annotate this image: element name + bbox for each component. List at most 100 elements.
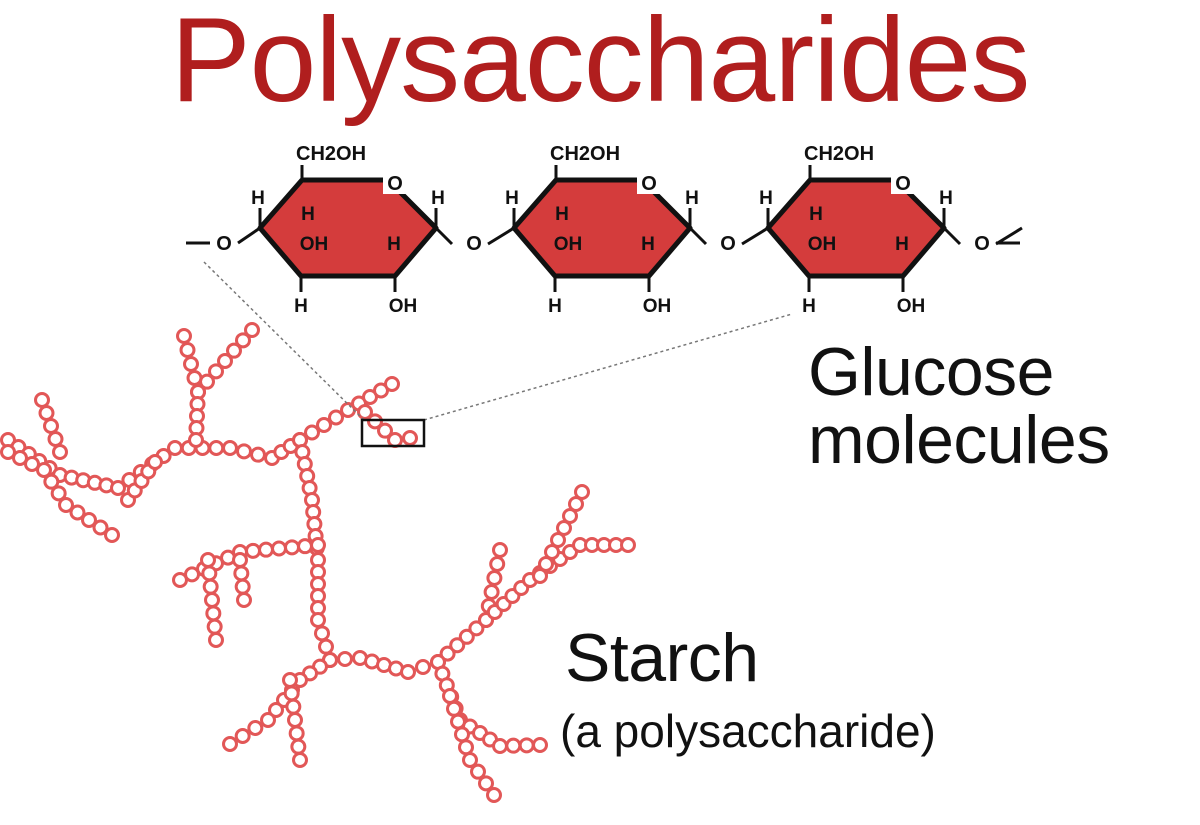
glucose-bead bbox=[208, 440, 225, 456]
glucose-bead bbox=[204, 592, 220, 608]
glucose-bead bbox=[550, 532, 566, 548]
ch2oh-label: CH2OH bbox=[550, 143, 620, 165]
glucose-bead bbox=[316, 417, 332, 433]
glucose-bead bbox=[377, 422, 393, 439]
h-label: H bbox=[939, 188, 953, 209]
bridge-oxygen-label: O bbox=[466, 233, 482, 255]
glucose-bead bbox=[217, 353, 233, 369]
glucose-bead bbox=[532, 568, 548, 584]
glucose-ring bbox=[511, 177, 693, 279]
glucose-bead bbox=[245, 542, 261, 559]
glucose-bead bbox=[236, 592, 252, 608]
glucose-bead bbox=[449, 637, 466, 654]
glucose-bead bbox=[201, 565, 218, 582]
starch-branch bbox=[442, 688, 502, 803]
glucose-bead bbox=[38, 405, 55, 421]
glucose-bead bbox=[34, 392, 50, 408]
glucose-bead bbox=[222, 440, 238, 456]
glucose-bead bbox=[271, 540, 287, 557]
glucose-bead bbox=[176, 328, 192, 344]
glucose-bead bbox=[318, 638, 334, 655]
glucose-bead bbox=[314, 625, 330, 642]
glucose-bead bbox=[442, 688, 458, 704]
glucose-label-line2: molecules bbox=[808, 402, 1110, 478]
glucose-bead bbox=[310, 537, 326, 553]
glucose-ring bbox=[257, 177, 439, 279]
starch-branch bbox=[172, 537, 326, 588]
h-label: H bbox=[802, 296, 816, 317]
glucose-bead bbox=[24, 456, 40, 472]
h-label: H bbox=[548, 296, 562, 317]
glucose-bead bbox=[58, 497, 74, 513]
glucose-bead bbox=[505, 737, 522, 754]
starch-sublabel: (a polysaccharide) bbox=[560, 705, 936, 757]
glucose-bead bbox=[532, 737, 548, 753]
glucose-bead bbox=[402, 430, 418, 446]
glucose-bead bbox=[357, 404, 373, 420]
h-label: H bbox=[895, 234, 909, 255]
glucose-bead bbox=[104, 527, 120, 543]
glucose-bead bbox=[0, 444, 16, 460]
h-label: H bbox=[641, 234, 655, 255]
glucose-bead bbox=[232, 552, 248, 568]
glucose-bead bbox=[43, 418, 59, 434]
glucose-bead bbox=[167, 440, 183, 456]
h-label: H bbox=[301, 204, 315, 225]
glucose-bead bbox=[562, 508, 578, 524]
ch2oh-label: CH2OH bbox=[296, 143, 366, 165]
glucose-bead bbox=[544, 544, 560, 560]
glucose-bead bbox=[387, 432, 403, 448]
bridge-oxygen-label: O bbox=[216, 233, 232, 255]
zoom-callout bbox=[203, 261, 793, 448]
glucose-bead bbox=[556, 520, 572, 536]
h-label: H bbox=[555, 204, 569, 225]
glucose-bead bbox=[234, 728, 251, 744]
glucose-bead bbox=[415, 659, 431, 675]
glucose-bead bbox=[36, 462, 52, 478]
glucose-bead bbox=[260, 712, 276, 728]
oh-label: OH bbox=[897, 296, 926, 317]
glucose-bead bbox=[92, 519, 109, 536]
starch-branch bbox=[0, 444, 120, 543]
glucose-bead bbox=[43, 473, 60, 490]
glucose-bead bbox=[81, 512, 97, 528]
h-label: H bbox=[505, 188, 519, 209]
glucose-bead bbox=[52, 444, 68, 460]
h-label: H bbox=[809, 204, 823, 225]
oh-label: OH bbox=[808, 234, 837, 255]
zoom-line-right bbox=[423, 313, 793, 421]
glucose-bead bbox=[244, 322, 260, 338]
glucose-bead bbox=[199, 373, 215, 390]
glucose-bead bbox=[202, 578, 219, 595]
glucose-bead bbox=[183, 356, 199, 372]
glucose-bead bbox=[284, 539, 300, 556]
glucose-bead bbox=[492, 738, 508, 754]
zoom-box bbox=[360, 418, 426, 448]
page-title: Polysaccharides bbox=[170, 0, 1031, 127]
glucose-bead bbox=[285, 698, 302, 715]
glucose-bead bbox=[304, 424, 320, 441]
glucose-ring bbox=[765, 177, 947, 279]
glucose-bead bbox=[234, 578, 251, 595]
glucose-bead bbox=[47, 431, 64, 447]
glucose-bead bbox=[446, 700, 462, 717]
glucose-bead bbox=[50, 485, 67, 502]
glucose-bead bbox=[288, 725, 305, 742]
oh-label: OH bbox=[389, 296, 418, 317]
glucose-bead bbox=[147, 454, 163, 470]
glucose-bead bbox=[200, 552, 216, 568]
glucose-bead bbox=[483, 584, 500, 600]
glucose-bead bbox=[478, 775, 494, 792]
ring-oxygen-label: O bbox=[387, 173, 403, 195]
zoom-line-left bbox=[203, 261, 365, 421]
glucose-bead bbox=[268, 702, 284, 718]
glucose-bead bbox=[233, 565, 250, 582]
glucose-bead bbox=[400, 664, 416, 680]
starch-branch bbox=[282, 672, 308, 768]
glucose-bead bbox=[458, 628, 475, 645]
glucose-bead bbox=[620, 537, 636, 553]
glucose-bead bbox=[486, 787, 502, 803]
glucose-bead bbox=[468, 620, 485, 637]
glucose-bead bbox=[222, 736, 238, 752]
